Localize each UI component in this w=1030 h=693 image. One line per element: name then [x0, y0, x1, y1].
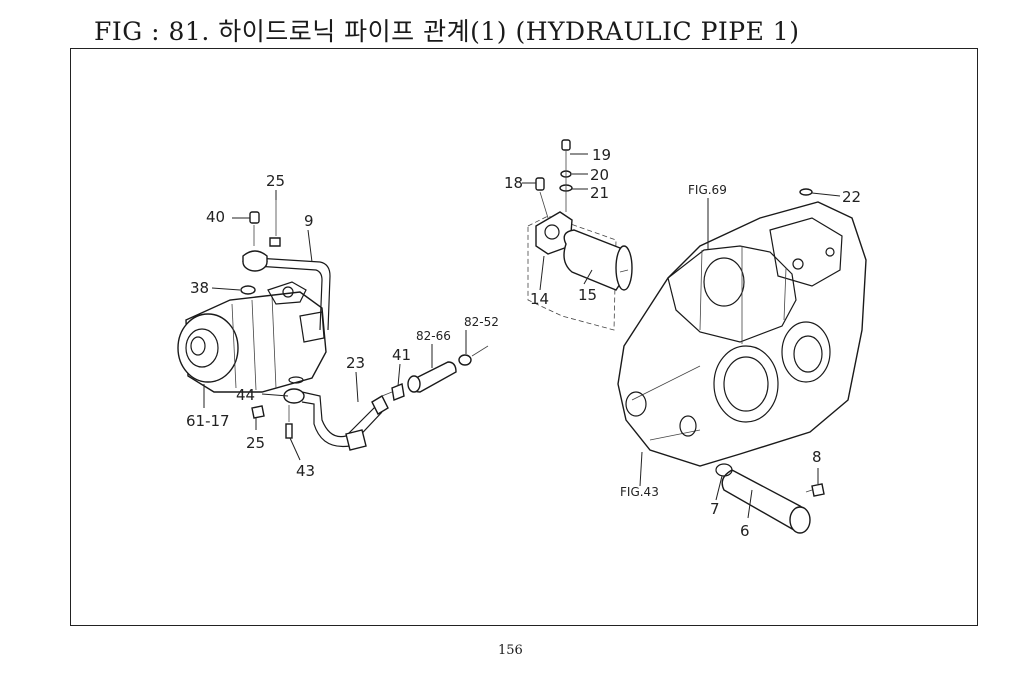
callout-25-lower: 25	[246, 434, 265, 452]
callout-7: 7	[710, 500, 720, 518]
o-ring-22	[799, 188, 813, 196]
pipe-9	[255, 257, 331, 331]
filter-assembly	[527, 139, 633, 331]
callout-8: 8	[812, 448, 822, 466]
callout-61-17: 61-17	[186, 412, 230, 430]
diagram-frame	[70, 48, 978, 626]
callout-41: 41	[392, 346, 411, 364]
bolt-25-upper	[269, 200, 281, 247]
bolt-8	[811, 483, 825, 497]
o-ring-38	[240, 285, 256, 295]
figure-title: FIG : 81. 하이드로닉 파이프 관계(1) (HYDRAULIC PIP…	[94, 17, 800, 46]
callout-25: 25	[266, 172, 285, 190]
callout-20: 20	[590, 166, 609, 184]
o-ring-7	[715, 463, 733, 477]
callout-43: 43	[296, 462, 315, 480]
pipe-6	[715, 463, 825, 534]
callout-9: 9	[304, 212, 314, 230]
callout-22: 22	[842, 188, 861, 206]
hydraulic-pump	[177, 281, 327, 393]
callout-fig-69: FIG.69	[688, 183, 727, 197]
callout-82-52: 82-52	[464, 315, 499, 329]
callout-15: 15	[578, 286, 597, 304]
callout-38: 38	[190, 279, 209, 297]
fitting-44	[283, 376, 305, 439]
callout-21: 21	[590, 184, 609, 202]
callout-19: 19	[592, 146, 611, 164]
callout-44: 44	[236, 386, 255, 404]
callout-fig-43: FIG.43	[620, 485, 659, 499]
callout-40: 40	[206, 208, 225, 226]
callout-23: 23	[346, 354, 365, 372]
plug-18	[535, 177, 545, 191]
callout-82-66: 82-66	[416, 329, 451, 343]
callout-6: 6	[740, 522, 750, 540]
leader-lines	[203, 153, 841, 519]
callout-18: 18	[504, 174, 523, 192]
transmission-housing	[617, 188, 867, 467]
bolt-25-lower	[251, 405, 265, 419]
callouts: 25 9 40 38 61-17 44 25 43 23 41 82-66 82…	[186, 146, 861, 540]
callout-14: 14	[530, 290, 549, 308]
page-number: 156	[498, 643, 523, 658]
hose-82-66	[381, 345, 489, 401]
bolt-19	[561, 139, 571, 151]
pipe-23	[301, 391, 389, 451]
fitting-40	[242, 211, 268, 272]
